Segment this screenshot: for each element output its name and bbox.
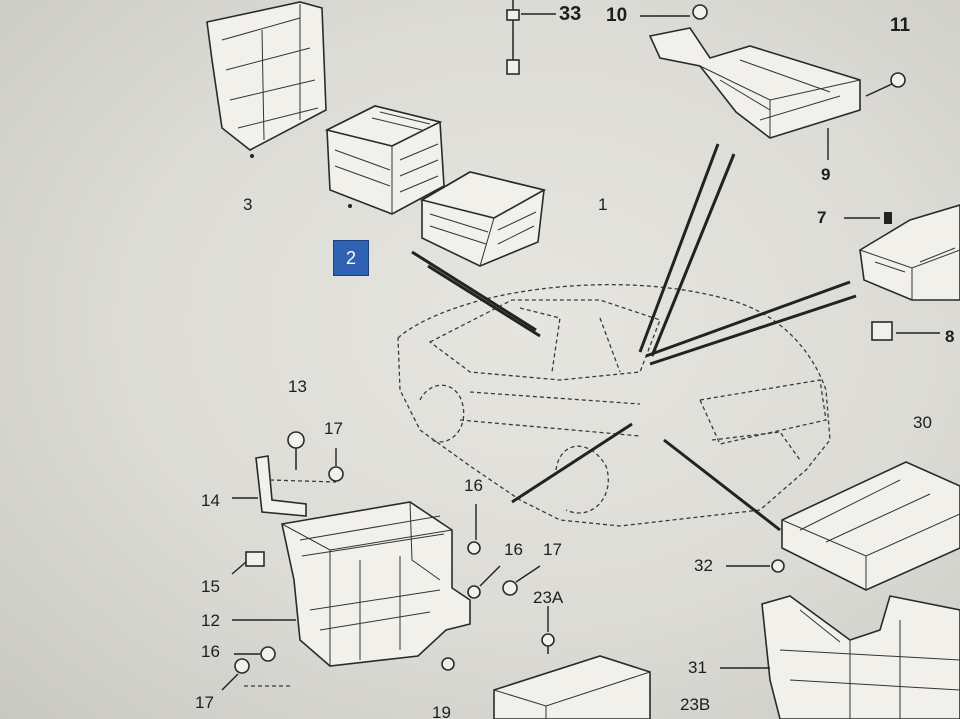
callout-33[interactable]: 33 [559, 3, 582, 25]
part-14-bracket[interactable] [232, 455, 337, 517]
callout-19[interactable]: 19 [432, 703, 451, 719]
callout-11[interactable]: 11 [890, 15, 911, 36]
callout-23B[interactable]: 23B [680, 695, 711, 714]
part-16-bolt-a[interactable] [467, 504, 481, 555]
callout-8[interactable]: 8 [945, 327, 955, 346]
selected-part-badge[interactable]: 2 [333, 240, 369, 276]
part-9-bracket[interactable] [640, 4, 906, 160]
part-17-nut-c[interactable] [221, 658, 290, 691]
callout-16-middle[interactable]: 16 [504, 540, 523, 559]
part-19-nut[interactable] [441, 657, 455, 671]
callout-16-upper[interactable]: 16 [464, 476, 483, 495]
part-7-module[interactable] [844, 204, 960, 301]
callout-1[interactable]: 1 [598, 195, 608, 214]
part-16-bolt-c[interactable] [234, 646, 276, 662]
callout-32[interactable]: 32 [694, 556, 713, 575]
part-1-cd-unit[interactable] [419, 171, 547, 267]
callout-17-upper[interactable]: 17 [324, 419, 343, 438]
callout-17-middle[interactable]: 17 [543, 540, 562, 559]
callout-17-lower[interactable]: 17 [195, 693, 214, 712]
part-23A-module[interactable] [493, 606, 651, 719]
callout-14[interactable]: 14 [201, 491, 220, 510]
callout-30[interactable]: 30 [913, 413, 932, 432]
callout-31[interactable]: 31 [688, 658, 707, 677]
part-30-tray[interactable] [781, 461, 960, 591]
part-16-bolt-b[interactable] [467, 565, 501, 599]
callout-12[interactable]: 12 [201, 611, 220, 630]
part-12-bracket[interactable] [232, 501, 471, 667]
leader-lines [411, 143, 857, 532]
part-3-housing[interactable] [206, 1, 327, 158]
car-silhouette [397, 283, 831, 527]
callout-10[interactable]: 10 [606, 5, 628, 26]
callout-13[interactable]: 13 [288, 377, 307, 396]
callout-23A[interactable]: 23A [533, 588, 564, 607]
callout-3[interactable]: 3 [243, 195, 253, 214]
part-13-nut[interactable] [287, 431, 305, 470]
callout-7[interactable]: 7 [817, 208, 827, 227]
callout-15[interactable]: 15 [201, 577, 220, 596]
part-8-clip[interactable] [871, 321, 940, 341]
part-17-nut-b[interactable] [502, 565, 541, 596]
callout-16-lower[interactable]: 16 [201, 642, 220, 661]
part-31-bracket[interactable] [720, 595, 960, 719]
part-15-clip[interactable] [231, 551, 265, 575]
part-2-head-unit[interactable] [324, 105, 445, 215]
callout-9[interactable]: 9 [821, 165, 831, 184]
part-33-antenna-rod[interactable] [506, 0, 556, 75]
part-32-fastener[interactable] [726, 559, 785, 573]
part-17-nut-a[interactable] [328, 448, 344, 482]
